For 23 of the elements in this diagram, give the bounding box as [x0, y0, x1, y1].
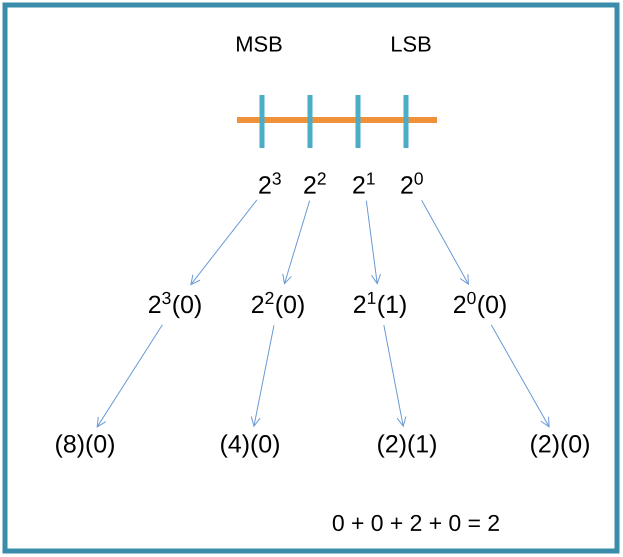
arrow	[490, 324, 550, 428]
value-text: 2$^{0}$(0)	[454, 292, 506, 318]
value-text: 2$^{1}$	[353, 172, 375, 194]
arrow	[250, 324, 274, 428]
value-text: 2$^{0}$	[401, 172, 423, 194]
value-text: 2$^{3}$(0)	[149, 292, 201, 318]
arrow	[96, 324, 163, 428]
value-text: 2$^{1}$(1)	[354, 292, 406, 318]
bit-label: MSB	[237, 36, 282, 52]
value-text: (2)(0)	[531, 434, 589, 458]
value-text: (2)(1)	[378, 434, 436, 458]
sum-equation: 0 + 0 + 2 + 0 = 2	[332, 514, 499, 532]
arrow	[366, 200, 381, 285]
value-text: 2$^{2}$	[304, 172, 326, 194]
bit-label: LSB	[392, 36, 431, 52]
value-text: (8)(0)	[56, 434, 114, 458]
arrow	[190, 199, 258, 286]
arrow	[383, 324, 406, 428]
value-text: 2$^{2}$(0)	[252, 292, 304, 318]
arrow	[282, 200, 310, 285]
value-text: 2$^{3}$	[259, 172, 281, 194]
arrow	[421, 200, 469, 286]
value-text: (4)(0)	[221, 434, 279, 458]
